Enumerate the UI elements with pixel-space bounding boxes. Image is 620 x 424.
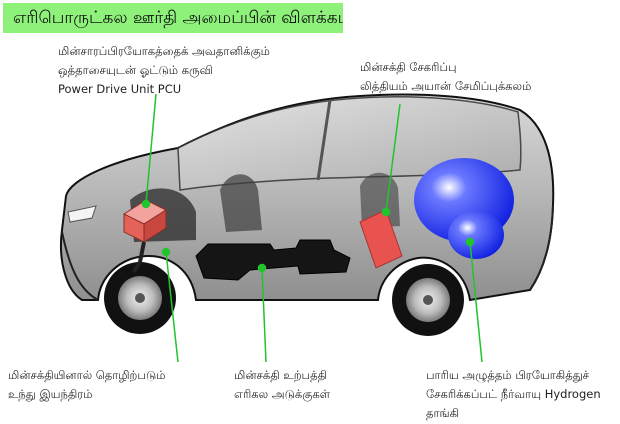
motor-shaft xyxy=(132,241,146,274)
motor-line-2: உந்து இயந்திரம் xyxy=(8,387,93,401)
leader-pcu xyxy=(145,93,157,205)
front-wheel xyxy=(104,262,176,334)
lithium-battery xyxy=(359,209,403,269)
diagram-title: எரிபொருட்கல ஊர்தி அமைப்பின் விளக்கப்படம் xyxy=(3,3,343,33)
pcu-line-2: ஒத்தாசையுடன் ஓட்டும் கருவி xyxy=(58,63,213,77)
interior-seat-front xyxy=(220,174,262,232)
front-bumper xyxy=(61,231,99,301)
label-electric-motor: மின்சக்தியினால் தொழிற்படும் உந்து இயந்தி… xyxy=(8,366,165,404)
power-drive-unit xyxy=(122,199,168,243)
fuelcell-line-2: எரிகல அடுக்குகள் xyxy=(234,387,331,401)
label-lithium-battery: மின்சக்தி சேகரிப்பு லித்தியம் அயான் சேமி… xyxy=(360,58,531,96)
battery-line-2: லித்தியம் அயான் சேமிப்புக்கலம் xyxy=(360,79,532,93)
leader-fuel-cell xyxy=(261,267,267,363)
leader-battery xyxy=(385,103,401,213)
leader-lines xyxy=(141,93,483,363)
tank-line-1: பாரிய அழுத்தம் பிரயோகித்துச் xyxy=(426,368,590,382)
battery-line-1: மின்சக்தி சேகரிப்பு xyxy=(360,60,457,74)
rear-bumper xyxy=(529,204,554,291)
fuelcell-line-1: மின்சக்தி உற்பத்தி xyxy=(234,368,328,382)
pcu-line-1: மின்சாரப்பிரயோகத்தைக் அவதானிக்கும் xyxy=(58,44,270,58)
pcu-line-3: Power Drive Unit PCU xyxy=(58,82,182,96)
label-power-drive-unit: மின்சாரப்பிரயோகத்தைக் அவதானிக்கும் ஒத்தா… xyxy=(58,42,270,99)
leader-tank xyxy=(469,241,483,363)
tank-line-2: சேகரிக்கப்பட் நீர்வாயு Hydrogen xyxy=(426,387,601,401)
tank-line-3: தாங்கி xyxy=(426,406,459,420)
hydrogen-tank xyxy=(414,158,514,259)
label-fuel-cell-stack: மின்சக்தி உற்பத்தி எரிகல அடுக்குகள் xyxy=(234,366,330,404)
headlight xyxy=(67,205,97,223)
label-hydrogen-tank: பாரிய அழுத்தம் பிரயோகித்துச் சேகரிக்கப்ப… xyxy=(426,366,601,423)
motor-line-1: மின்சக்தியினால் தொழிற்படும் xyxy=(8,368,166,382)
rear-wheel xyxy=(392,264,464,336)
leader-motor xyxy=(165,251,179,363)
fuel-cell-stack xyxy=(195,239,351,281)
window-pillar xyxy=(316,99,332,181)
